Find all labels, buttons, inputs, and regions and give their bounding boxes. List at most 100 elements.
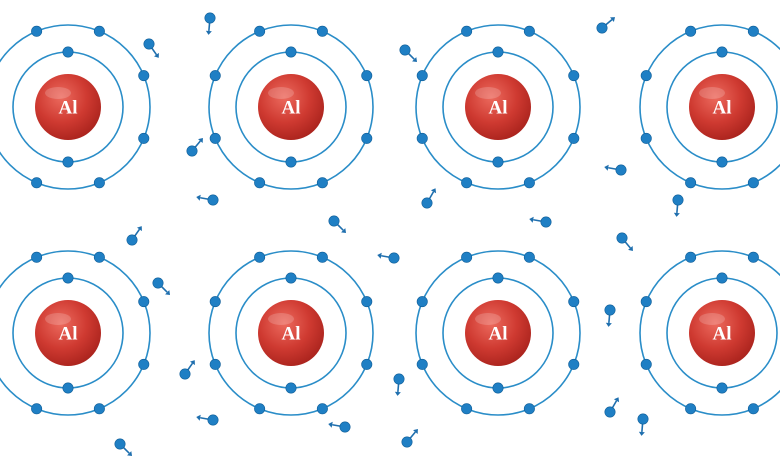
free-electron	[377, 252, 400, 264]
free-electron	[399, 44, 418, 63]
electron	[285, 382, 297, 394]
arrow-head	[377, 252, 382, 259]
electron	[93, 251, 105, 263]
aluminum-atom: Al	[639, 250, 780, 416]
electron	[747, 25, 759, 37]
electron	[209, 358, 221, 370]
electron	[604, 304, 616, 316]
arrow-head	[196, 414, 201, 421]
free-electron	[393, 373, 405, 396]
free-electron	[186, 137, 203, 157]
nucleus-highlight	[268, 87, 294, 99]
electron	[461, 177, 473, 189]
free-electron	[126, 226, 142, 246]
electron	[93, 25, 105, 37]
free-electron	[616, 232, 633, 252]
electron	[716, 46, 728, 58]
arrow-head	[165, 290, 171, 296]
electron	[416, 132, 428, 144]
free-electron	[604, 164, 627, 176]
arrow-head	[127, 451, 133, 457]
electron	[399, 44, 411, 56]
nucleus	[689, 74, 755, 140]
electron	[285, 272, 297, 284]
electron	[93, 403, 105, 415]
electron	[604, 406, 616, 418]
electron	[540, 216, 552, 228]
free-electron	[421, 188, 437, 209]
electron	[393, 373, 405, 385]
arrow-head	[341, 228, 347, 234]
free-electron	[604, 397, 620, 418]
nucleus-highlight	[475, 87, 501, 99]
free-electron	[604, 304, 616, 327]
electron	[616, 232, 628, 244]
arrow-head	[605, 322, 612, 327]
nucleus-highlight	[699, 87, 725, 99]
electron	[209, 70, 221, 82]
electron	[492, 272, 504, 284]
electron	[316, 177, 328, 189]
aluminum-atom: Al	[208, 250, 374, 416]
electron	[615, 164, 627, 176]
arrow-head	[136, 226, 142, 232]
electron	[209, 296, 221, 308]
electron	[716, 272, 728, 284]
nucleus	[35, 300, 101, 366]
electron	[672, 194, 684, 206]
electron	[138, 358, 150, 370]
free-electron	[401, 428, 418, 448]
electron	[637, 413, 649, 425]
electron	[523, 403, 535, 415]
electron	[31, 403, 43, 415]
free-electron	[204, 12, 216, 35]
electron	[568, 70, 580, 82]
electron	[492, 156, 504, 168]
arrow-head	[613, 397, 620, 403]
electron	[523, 25, 535, 37]
electron	[568, 296, 580, 308]
electron	[416, 358, 428, 370]
electron	[254, 403, 266, 415]
free-electron	[328, 215, 347, 234]
electron	[361, 132, 373, 144]
arrow-head	[205, 30, 212, 35]
electron	[152, 277, 164, 289]
arrow-head	[189, 360, 195, 366]
arrow-head	[604, 164, 609, 171]
electron	[316, 251, 328, 263]
electron	[640, 132, 652, 144]
electron	[114, 438, 126, 450]
free-electron	[143, 38, 159, 58]
electron	[138, 132, 150, 144]
electron	[179, 368, 191, 380]
nucleus	[465, 300, 531, 366]
electron	[492, 46, 504, 58]
electron	[416, 296, 428, 308]
electron	[316, 403, 328, 415]
electron	[62, 46, 74, 58]
aluminum-atom: Al	[0, 24, 151, 190]
electron	[685, 25, 697, 37]
electron	[461, 251, 473, 263]
electron	[204, 12, 216, 24]
electron	[640, 296, 652, 308]
electron	[461, 403, 473, 415]
nucleus-highlight	[45, 87, 71, 99]
electron	[143, 38, 155, 50]
element-symbol: Al	[489, 324, 508, 345]
element-symbol: Al	[489, 98, 508, 119]
electron	[316, 25, 328, 37]
arrow-head	[430, 188, 437, 194]
electron	[421, 197, 433, 209]
electron	[685, 177, 697, 189]
nucleus	[689, 300, 755, 366]
element-symbol: Al	[282, 324, 301, 345]
aluminum-atom: Al	[415, 250, 581, 416]
nucleus-highlight	[699, 313, 725, 325]
electron	[388, 252, 400, 264]
arrow-head	[394, 391, 401, 396]
electron	[523, 177, 535, 189]
arrow-head	[198, 137, 203, 143]
